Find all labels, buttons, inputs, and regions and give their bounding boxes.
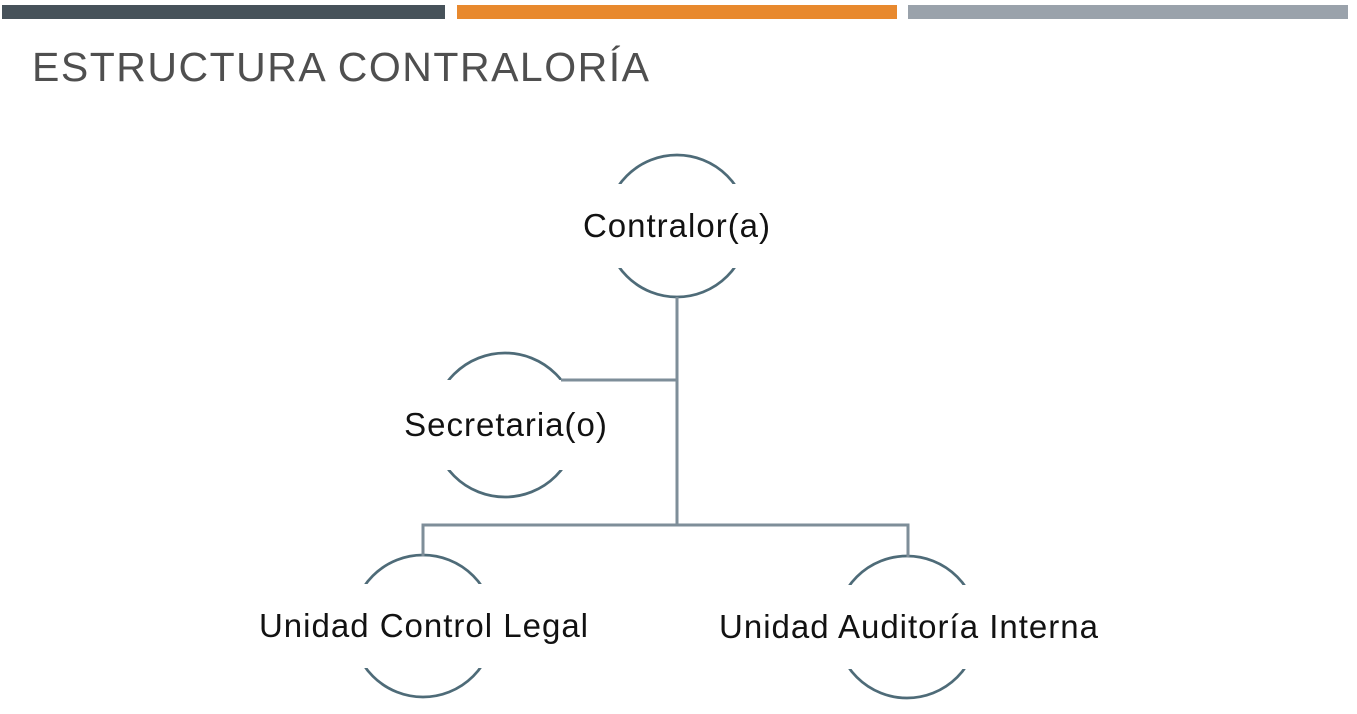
slide-title: ESTRUCTURA CONTRALORÍA <box>32 44 651 90</box>
unidad-control-legal-text-band <box>223 584 623 668</box>
contralor-text-band <box>558 184 796 268</box>
accent-bar-dark <box>2 5 445 19</box>
accent-bar-orange <box>457 5 897 19</box>
connector-bottom-branch <box>421 523 910 557</box>
unidad-auditoria-interna-text-band <box>681 585 1133 669</box>
unidad-auditoria-interna-node-label: Unidad Auditoría Interna <box>719 608 1099 645</box>
accent-bar-gray <box>908 5 1348 19</box>
unidad-control-legal-node-label: Unidad Control Legal <box>258 607 590 644</box>
contralor-node-label: Contralor(a) <box>582 207 772 244</box>
secretaria-text-band <box>383 380 627 470</box>
secretaria-node-label: Secretaria(o) <box>404 406 608 443</box>
